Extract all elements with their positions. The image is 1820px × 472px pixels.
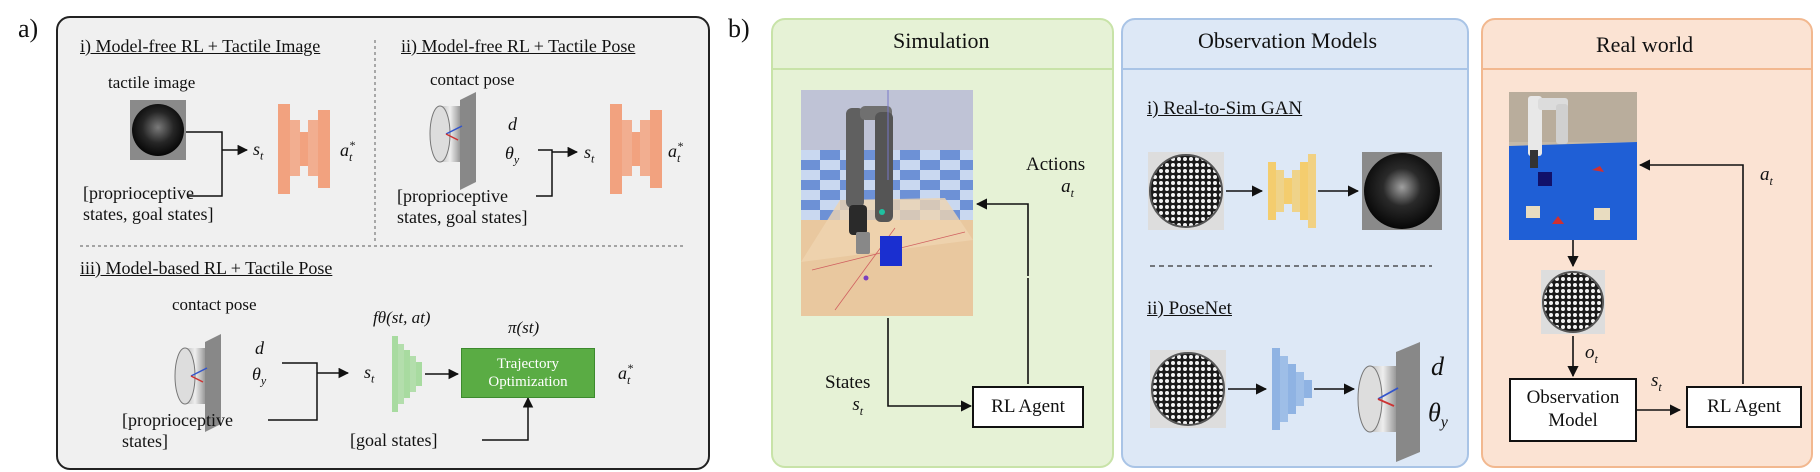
simulation-title: Simulation <box>893 28 990 53</box>
panel-a-label: a) <box>18 14 39 43</box>
gan-title: i) Real-to-Sim GAN <box>1147 98 1303 119</box>
actions-arrow <box>975 198 1029 276</box>
policy-network-icon <box>610 104 662 194</box>
observation-models-title: Observation Models <box>1198 28 1378 53</box>
gan-network-icon <box>1268 154 1316 228</box>
goal-arrow <box>482 396 534 441</box>
contact-pose-icon <box>174 334 221 432</box>
contact-pose-icon <box>429 92 476 190</box>
section-2-title: ii) Model-free RL + Tactile Pose <box>401 36 636 56</box>
action-label: a*t <box>340 138 355 164</box>
real-world-title: Real world <box>1596 32 1694 57</box>
states-arrow <box>887 318 973 412</box>
rl-agent-box: RL Agent <box>1686 386 1802 428</box>
goal-states-label: [goal states] <box>350 430 438 450</box>
posenet-network-icon <box>1272 348 1312 430</box>
connector-line <box>268 362 318 421</box>
action-label: at <box>1760 164 1773 188</box>
section-1-title: i) Model-free RL + Tactile Image <box>80 36 321 56</box>
state-label: st <box>364 362 375 386</box>
rl-agent-box: RL Agent <box>972 386 1084 428</box>
policy-network-icon <box>278 104 330 194</box>
observation-models-header <box>1123 20 1467 70</box>
section-3-title: iii) Model-based RL + Tactile Pose <box>80 258 333 278</box>
policy-label: π(st) <box>508 318 540 337</box>
simulation-render-image <box>801 90 973 316</box>
action-label: a*t <box>618 361 633 387</box>
real-tactile-image <box>1150 350 1226 428</box>
state-label: st <box>584 142 595 166</box>
simulation-header <box>773 20 1112 70</box>
states-label: States st <box>825 372 871 418</box>
simulated-tactile-image <box>1362 152 1442 230</box>
connector-line <box>186 131 223 197</box>
pose-theta-label: θy <box>505 143 520 167</box>
action-arrow <box>1638 159 1744 384</box>
action-label: a*t <box>668 139 683 165</box>
pose-theta-label: θy <box>252 364 267 388</box>
real-tactile-image <box>1541 270 1605 334</box>
contact-pose-icon <box>1357 342 1420 462</box>
dynamics-model-label: fθ(st, at) <box>373 308 431 327</box>
panel-a-box <box>56 16 710 470</box>
tactile-image-icon <box>130 100 186 160</box>
observation-label: ot <box>1585 342 1598 366</box>
pose-d-label: d <box>508 114 517 134</box>
pose-d-label: d <box>1431 352 1444 381</box>
pose-theta-label: θy <box>1428 398 1448 432</box>
pose-d-label: d <box>255 338 264 358</box>
state-label: st <box>1651 370 1662 394</box>
posenet-title: ii) PoseNet <box>1147 298 1232 319</box>
contact-pose-caption: contact pose <box>172 295 257 314</box>
panel-b-label: b) <box>728 14 750 43</box>
contact-pose-caption: contact pose <box>430 70 515 89</box>
state-label: st <box>253 139 264 163</box>
tactile-image-caption: tactile image <box>108 73 196 92</box>
actions-label: Actions at <box>1026 154 1086 200</box>
dynamics-network-icon <box>392 336 422 412</box>
real-world-header <box>1483 20 1811 70</box>
real-tactile-image <box>1148 152 1224 230</box>
real-robot-photo <box>1509 92 1637 240</box>
connector-line <box>536 149 553 197</box>
